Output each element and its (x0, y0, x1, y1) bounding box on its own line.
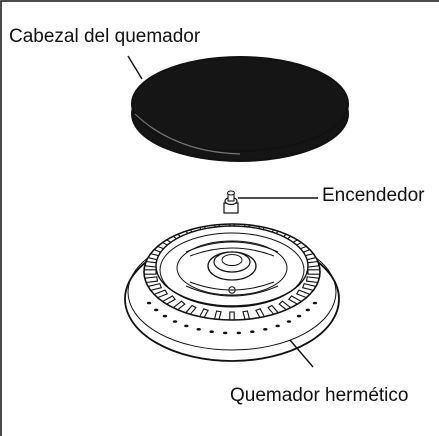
burner-port-tooth (267, 304, 279, 316)
burner-port-tooth (242, 310, 250, 320)
igniter-label: Encendedor (322, 185, 425, 206)
burner-port-tooth (305, 276, 320, 284)
burner-port-tooth (287, 295, 302, 305)
burner-port-tooth (148, 282, 163, 292)
burner-port-tooth (144, 269, 157, 275)
base-port-hole (154, 308, 159, 312)
sealed-burner-leader (289, 339, 314, 368)
sealed-burner-label: Quemador hermético (230, 385, 409, 406)
burner-port-tooth (255, 308, 265, 319)
burner-port-tooth (229, 311, 235, 320)
base-port-hole (223, 331, 228, 335)
base-port-hole (296, 314, 302, 318)
burner-port-tooth (162, 295, 177, 305)
base-port-hole (162, 314, 168, 318)
base-port-hole (275, 324, 280, 328)
burner-port-tooth (154, 289, 169, 299)
base-port-hole (209, 330, 214, 334)
burner-port-tooth (173, 300, 186, 311)
base-port-hole (305, 308, 310, 312)
burner-port-tooth (301, 282, 316, 292)
burner-cap-label: Cabezal del quemador (9, 26, 201, 47)
base-port-hole (263, 328, 268, 331)
sealed-burner (124, 223, 340, 362)
burner-port-tooth (307, 269, 320, 275)
burner-port-tooth (144, 276, 159, 284)
base-port-hole (172, 320, 178, 323)
base-port-hole (236, 331, 241, 335)
burner-cap (131, 56, 349, 162)
base-port-holes (146, 301, 318, 335)
base-port-hole (286, 320, 292, 323)
burner-cap-leader (127, 55, 143, 80)
burner-port-tooth (295, 289, 310, 299)
burner-port-tooth (185, 304, 197, 316)
base-port-hole (250, 330, 255, 334)
base-port-hole (146, 301, 152, 305)
base-port-hole (196, 328, 201, 331)
burner-port-tooth (199, 308, 209, 319)
base-port-hole (184, 324, 189, 328)
igniter (223, 190, 239, 214)
base-port-hole (312, 301, 318, 305)
burner-port-tooth (278, 300, 291, 311)
burner-port-tooth (214, 310, 222, 320)
